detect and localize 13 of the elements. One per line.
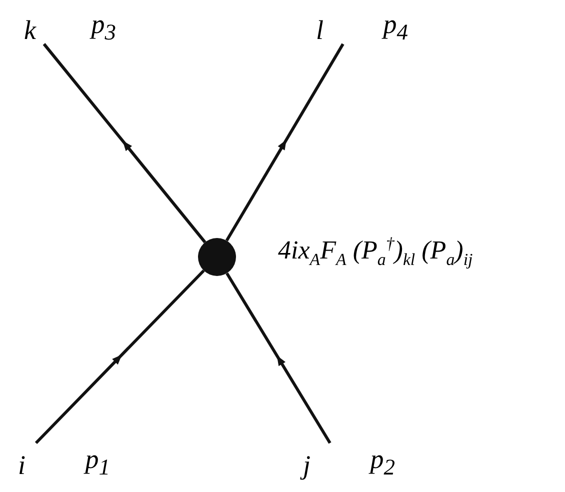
vertex-formula: 4ix$_{A}$F$_{A}$ (P$_{a}$$^{†}$)$_{kl}$ (P$_{a}$)$_{ij}$ [278, 236, 473, 269]
index-label: i [18, 452, 26, 479]
fermion-line [42, 43, 206, 244]
momentum-symbol: p$_{1}$ [85, 446, 110, 479]
fermion-line [225, 43, 344, 242]
momentum-symbol: p$_{2}$ [370, 446, 395, 479]
momentum-symbol: p$_{3}$ [91, 11, 116, 44]
index-label: k [24, 17, 36, 44]
index-label: l [316, 17, 324, 44]
vertex-dot [198, 238, 236, 276]
fermion-line [34, 270, 205, 444]
fermion-line [226, 272, 332, 444]
momentum-symbol: p$_{4}$ [383, 11, 408, 44]
